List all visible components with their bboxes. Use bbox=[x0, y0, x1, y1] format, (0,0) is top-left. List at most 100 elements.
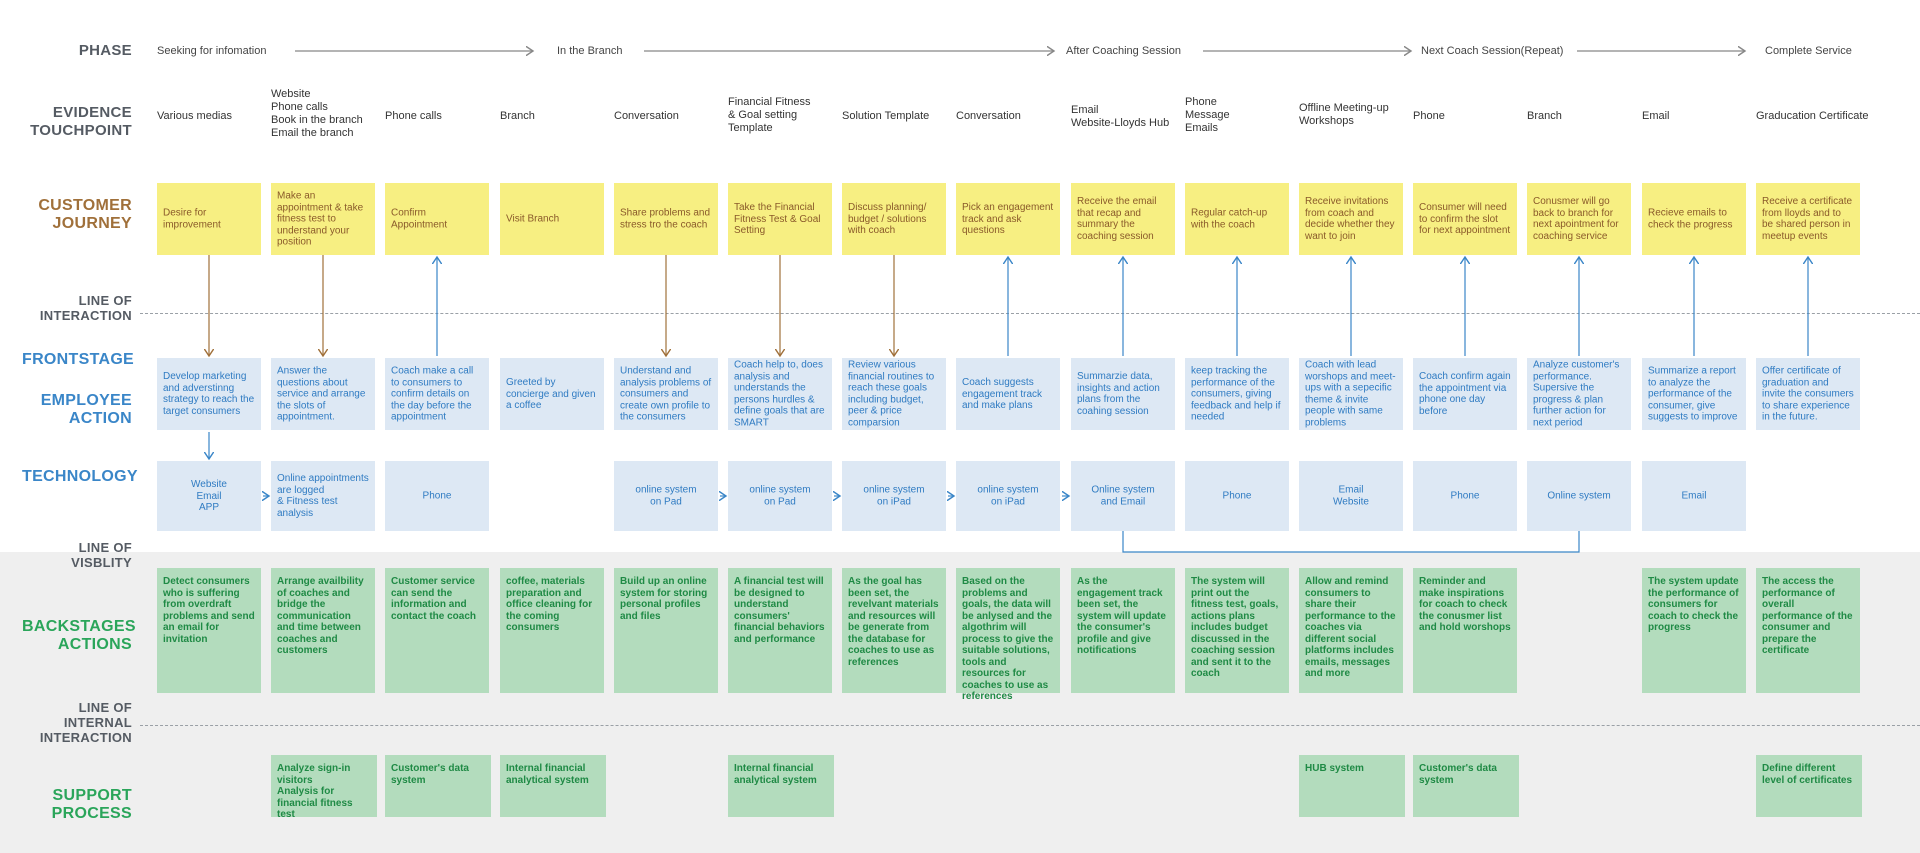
support-process-text: Define different level of certificates bbox=[1762, 763, 1853, 786]
phase-next-session: Next Coach Session(Repeat) bbox=[1421, 45, 1564, 57]
employee-action-text: Understand and analysis problems of cons… bbox=[620, 365, 712, 423]
support-process-text: Analyze sign-in visitors Analysis for fi… bbox=[277, 763, 353, 820]
employee-action-text: Coach suggests engagement track and make… bbox=[962, 376, 1043, 411]
label-frontstage: FRONTSTAGE bbox=[22, 351, 135, 368]
touchpoint-text: Conversation bbox=[614, 110, 679, 122]
journey-step: Take the Financial Fitness Test & Goal S… bbox=[728, 183, 832, 255]
employee-action: Develop marketing and adverstinng strate… bbox=[157, 358, 261, 430]
employee-action: Coach with lead worshops and meet-ups wi… bbox=[1299, 358, 1403, 430]
employee-action-text: Answer the questions about service and a… bbox=[277, 365, 366, 423]
backstage-action-text: Reminder and make inspirations for coach… bbox=[1419, 576, 1511, 633]
journey-step-text: Discuss planning/ budget / solutions wit… bbox=[848, 201, 927, 236]
backstage-action-text: coffee, materials preparation and office… bbox=[506, 576, 593, 633]
backstage-action-text: Based on the problems and goals, the dat… bbox=[962, 576, 1054, 702]
technology-item: online system on Pad bbox=[728, 461, 832, 531]
employee-action-text: Coach make a call to consumers to confir… bbox=[391, 365, 474, 423]
support-process: Analyze sign-in visitors Analysis for fi… bbox=[271, 755, 377, 820]
employee-action-text: Analyze customer's performance. Supersiv… bbox=[1533, 359, 1620, 429]
touchpoint-text: Branch bbox=[1527, 110, 1562, 122]
journey-step-text: Desire for improvement bbox=[163, 207, 221, 231]
backstage-action-text: Allow and remind consumers to share thei… bbox=[1305, 576, 1396, 679]
employee-action: Coach help to, does analysis and underst… bbox=[728, 358, 832, 430]
technology-item: Online system bbox=[1527, 461, 1631, 531]
backstage-action: As the goal has been set, the revelvant … bbox=[842, 568, 946, 693]
journey-step: Desire for improvement bbox=[157, 183, 261, 255]
support-process: Customer's data system bbox=[385, 755, 491, 817]
journey-step: Visit Branch bbox=[500, 183, 604, 255]
journey-step: Consumer will need to confirm the slot f… bbox=[1413, 183, 1517, 255]
journey-step: Confirm Appointment bbox=[385, 183, 489, 255]
label-phase: PHASE bbox=[78, 42, 132, 59]
technology-item-text: Email bbox=[1681, 490, 1707, 502]
label-technology: TECHNOLOGY bbox=[22, 468, 138, 485]
employee-action-text: Review various financial routines to rea… bbox=[848, 359, 935, 429]
technology-item: Online system and Email bbox=[1071, 461, 1175, 531]
employee-action: Coach suggests engagement track and make… bbox=[956, 358, 1060, 430]
backstage-action: A financial test will be designed to und… bbox=[728, 568, 832, 693]
touchpoint-text: Conversation bbox=[956, 110, 1021, 122]
touchpoint-text: Solution Template bbox=[842, 110, 930, 122]
label-evidence-touchpoint: EVIDENCE TOUCHPOINT bbox=[30, 104, 132, 139]
support-process: Internal financial analytical system bbox=[728, 755, 834, 817]
support-process-text: Customer's data system bbox=[1419, 763, 1497, 786]
technology-item-text: Phone bbox=[1222, 490, 1252, 502]
employee-action: keep tracking the performance of the con… bbox=[1185, 358, 1289, 430]
technology-item-text: Online system and Email bbox=[1091, 484, 1155, 508]
backstage-action: Customer service can send the informatio… bbox=[385, 568, 489, 693]
employee-action: Coach confirm again the appointment via … bbox=[1413, 358, 1517, 430]
technology-item-text: online system on iPad bbox=[977, 484, 1039, 508]
support-process: Customer's data system bbox=[1413, 755, 1519, 817]
employee-action-text: Greeted by concierge and given a coffee bbox=[506, 376, 596, 411]
employee-action: Coach make a call to consumers to confir… bbox=[385, 358, 489, 430]
backstage-action-text: Arrange availbility of coaches and bridg… bbox=[277, 576, 364, 656]
technology-item-text: Online appointments are logged & Fitness… bbox=[277, 473, 369, 519]
backstage-action: The access the performance of overall pe… bbox=[1756, 568, 1860, 693]
technology-item: Phone bbox=[385, 461, 489, 531]
employee-action-text: keep tracking the performance of the con… bbox=[1191, 365, 1281, 423]
backstage-action-text: Customer service can send the informatio… bbox=[391, 576, 477, 622]
backstage-action: Based on the problems and goals, the dat… bbox=[956, 568, 1060, 702]
touchpoint-text: Phone calls bbox=[385, 110, 442, 122]
journey-step-text: Make an appointment & take fitness test … bbox=[277, 190, 364, 248]
backstage-action: Allow and remind consumers to share thei… bbox=[1299, 568, 1403, 693]
journey-step-text: Share problems and stress tro the coach bbox=[620, 207, 711, 231]
phase-in-branch: In the Branch bbox=[557, 45, 623, 57]
employee-action-text: Summarize a report to analyze the perfor… bbox=[1648, 365, 1738, 423]
touchpoint-text: Phone bbox=[1413, 110, 1445, 122]
employee-action-text: Develop marketing and adverstinng strate… bbox=[163, 371, 255, 417]
backstage-action-text: A financial test will be designed to und… bbox=[734, 576, 825, 645]
line-of-internal-interaction-divider bbox=[140, 725, 1920, 726]
backstage-action-text: The system will print out the fitness te… bbox=[1191, 576, 1279, 679]
journey-step-text: Consumer will need to confirm the slot f… bbox=[1419, 201, 1511, 236]
label-backstage-actions: BACKSTAGES ACTIONS bbox=[22, 618, 136, 653]
label-line-of-internal-interaction: LINE OF INTERNAL INTERACTION bbox=[39, 700, 132, 745]
employee-action: Summarize a report to analyze the perfor… bbox=[1642, 358, 1746, 430]
employee-action: Understand and analysis problems of cons… bbox=[614, 358, 718, 430]
employee-action-text: Coach with lead worshops and meet-ups wi… bbox=[1305, 359, 1396, 429]
journey-step-text: Take the Financial Fitness Test & Goal S… bbox=[734, 201, 821, 236]
technology-item: Phone bbox=[1413, 461, 1517, 531]
support-process-text: Customer's data system bbox=[391, 763, 469, 786]
journey-step: Make an appointment & take fitness test … bbox=[271, 183, 375, 255]
technology-item: Email bbox=[1642, 461, 1746, 531]
support-process-text: Internal financial analytical system bbox=[734, 763, 817, 786]
backstage-action-text: Detect consumers who is suffering from o… bbox=[163, 576, 255, 645]
technology-item-text: online system on Pad bbox=[749, 484, 811, 508]
journey-step: Conusmer will go back to branch for next… bbox=[1527, 183, 1631, 255]
backstage-action: The system will print out the fitness te… bbox=[1185, 568, 1289, 693]
backstage-action-text: Build up an online system for storing pe… bbox=[620, 576, 708, 622]
technology-item-text: Phone bbox=[422, 490, 452, 502]
journey-step-text: Pick an engagement track and ask questio… bbox=[962, 201, 1054, 236]
journey-step-text: Regular catch-up with the coach bbox=[1191, 207, 1268, 231]
employee-action-text: Coach confirm again the appointment via … bbox=[1419, 371, 1511, 417]
backstage-action-text: The access the performance of overall pe… bbox=[1762, 576, 1853, 656]
backstage-action-text: As the engagement track been set, the sy… bbox=[1077, 576, 1166, 656]
touchpoint-text: Various medias bbox=[157, 110, 232, 122]
journey-step-text: Visit Branch bbox=[506, 213, 560, 225]
phase-complete: Complete Service bbox=[1765, 45, 1852, 57]
backstage-action: The system update the performance of con… bbox=[1642, 568, 1746, 693]
support-process-text: HUB system bbox=[1305, 763, 1364, 774]
journey-step-text: Confirm Appointment bbox=[391, 207, 448, 231]
